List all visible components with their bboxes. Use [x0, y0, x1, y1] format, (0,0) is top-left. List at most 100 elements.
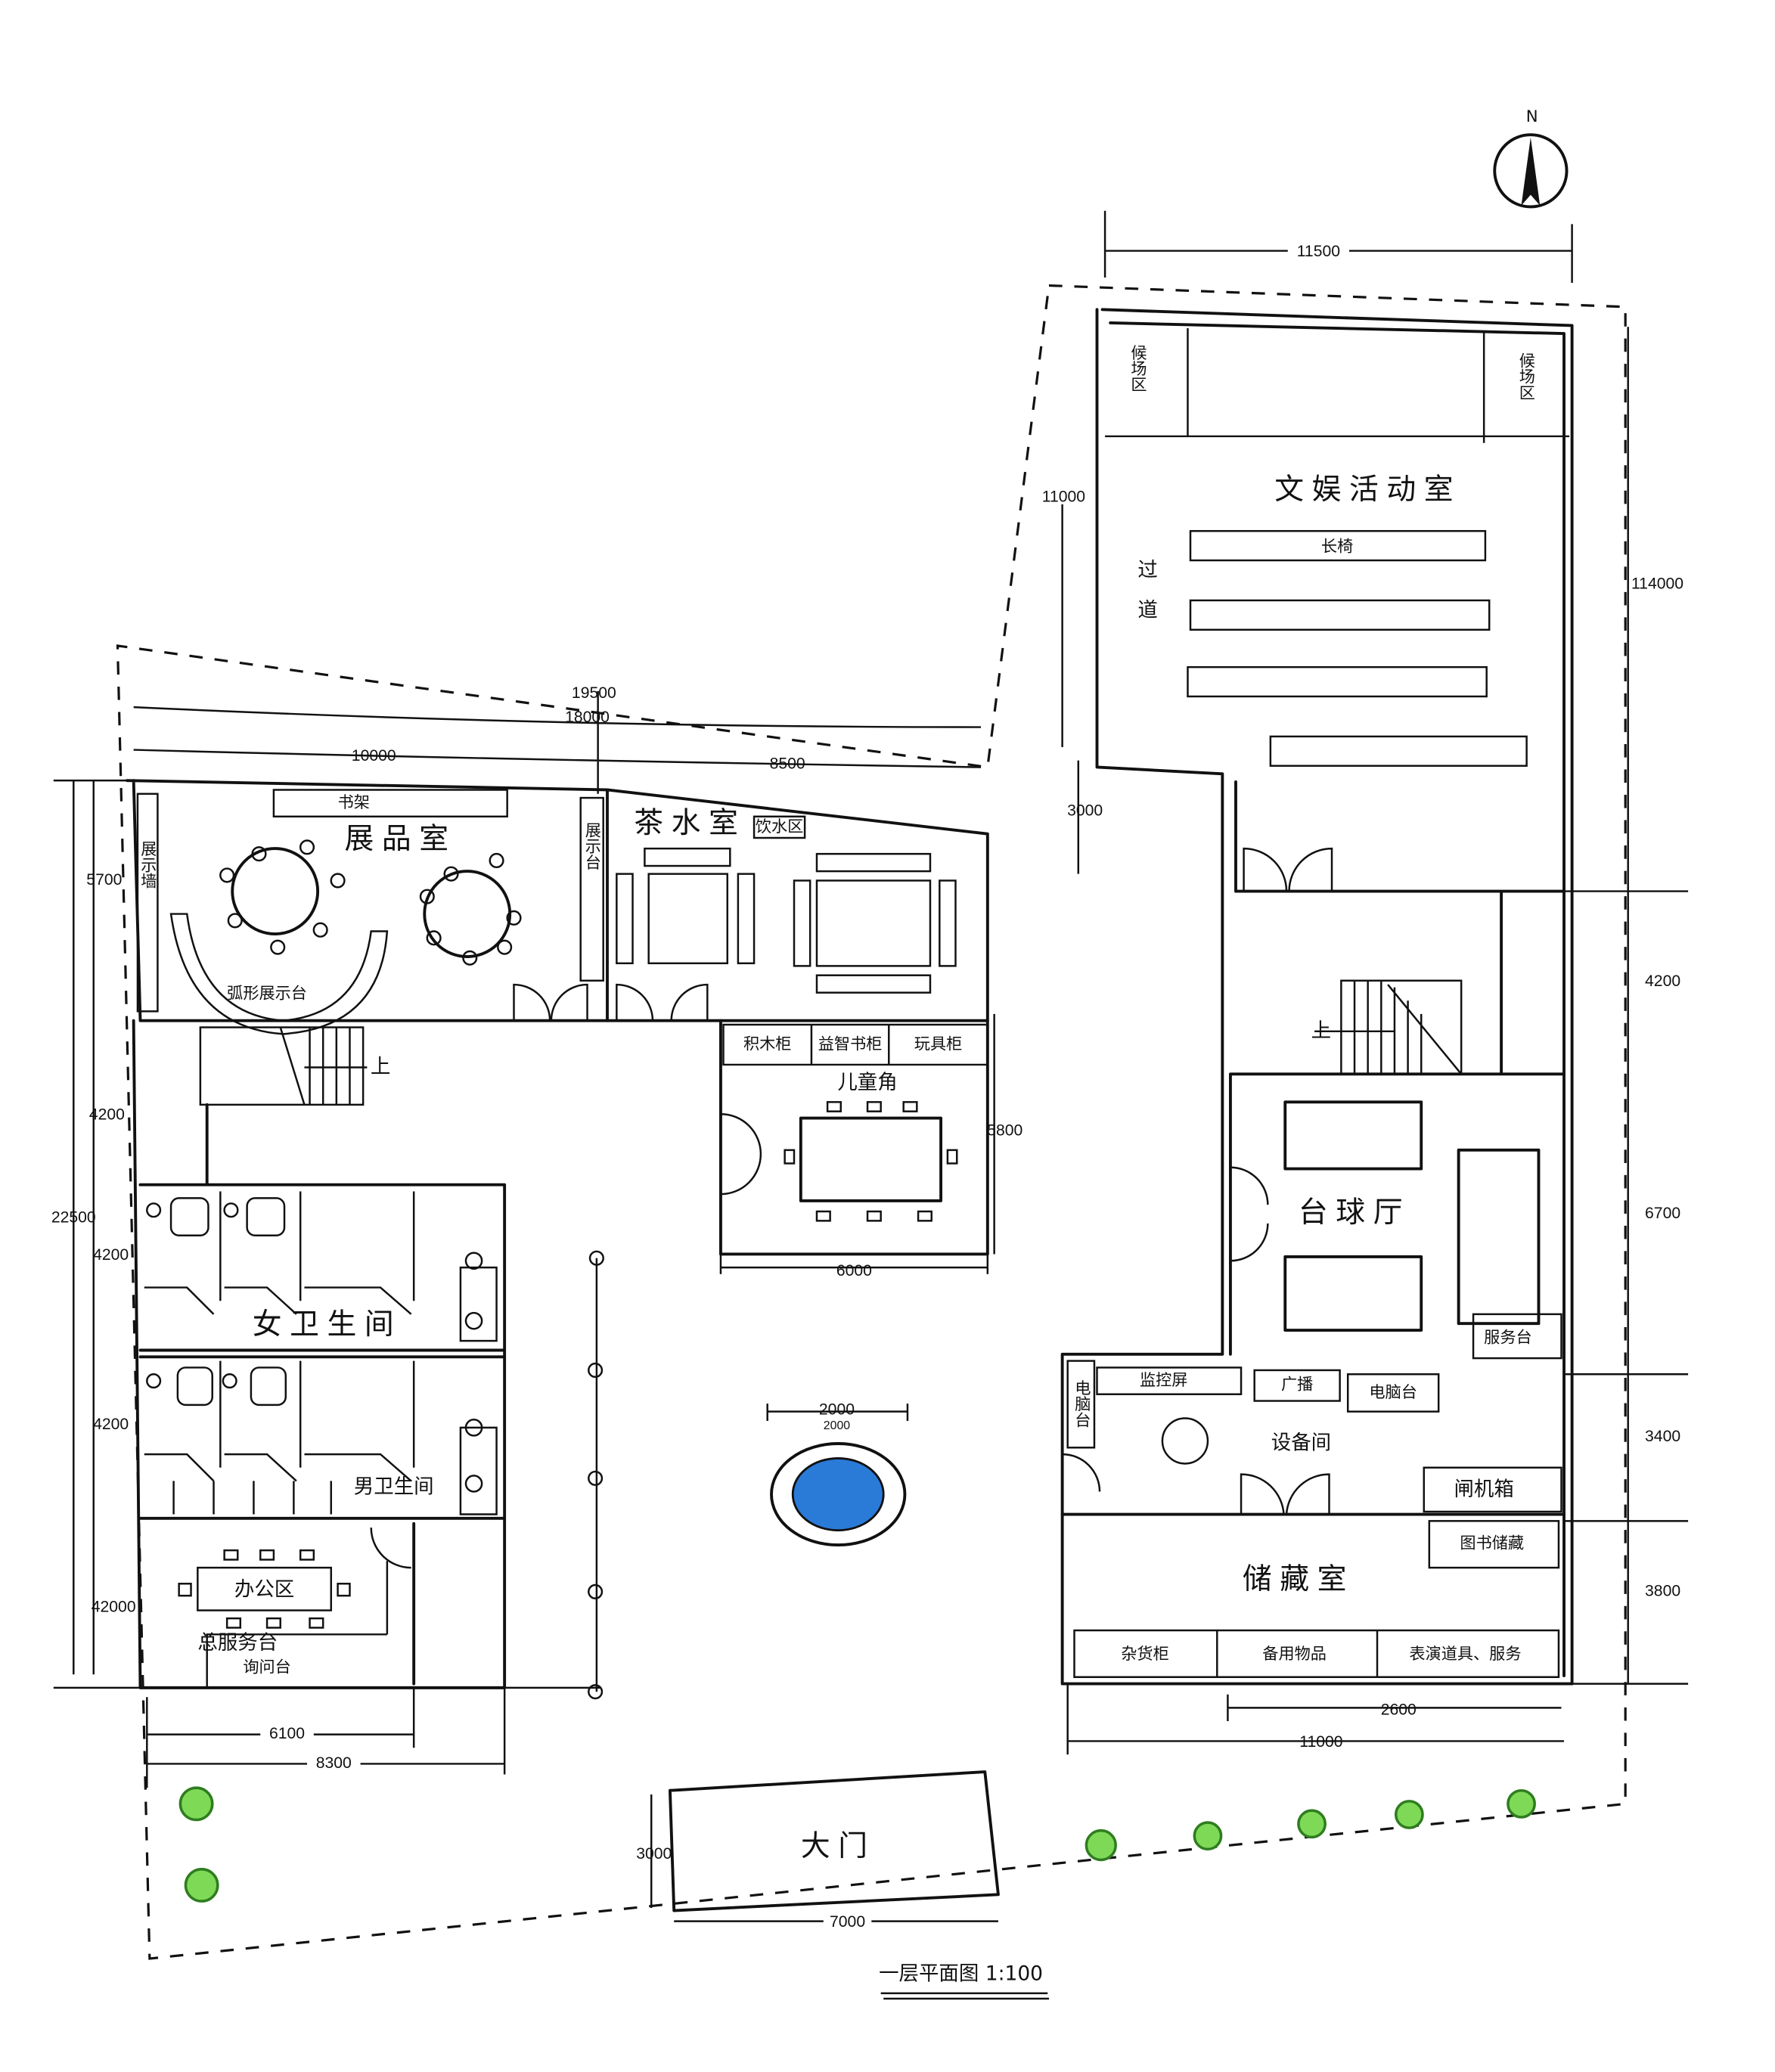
stairs-right: 上 — [1311, 979, 1463, 1075]
plan-line — [146, 1373, 483, 1493]
plan-line — [309, 1617, 324, 1629]
label: 长椅 — [1321, 536, 1353, 555]
plan-line — [1105, 328, 1570, 443]
label: 3800 — [1645, 1582, 1680, 1599]
tree-icon — [1297, 1809, 1327, 1839]
north-label: N — [1526, 107, 1538, 126]
plan-line — [219, 867, 235, 883]
plan-line — [1066, 1683, 1565, 1755]
label: 7000 — [830, 1913, 865, 1931]
label: 监控屏 — [1140, 1370, 1187, 1389]
plan-line — [946, 1149, 958, 1165]
label: 6000 — [836, 1262, 872, 1279]
plan-line — [1428, 1520, 1560, 1569]
main-gate: 大门 3000 7000 — [636, 1770, 1000, 1932]
label: 3400 — [1645, 1428, 1680, 1445]
plan-line — [144, 1360, 498, 1515]
trees — [178, 1786, 1536, 1903]
plan-line — [866, 1210, 882, 1222]
plan-line — [770, 1442, 907, 1547]
men-restroom: 男卫生间 — [144, 1360, 498, 1515]
plan-line — [419, 889, 435, 904]
round-table — [231, 847, 320, 935]
plan-line — [588, 1250, 604, 1266]
recreation-room-label: 文娱活动室 — [1274, 473, 1461, 507]
recreation-room: 候场区 候场区 文娱活动室 长椅 过 道 — [1105, 328, 1570, 892]
label: 3000 — [1067, 802, 1103, 819]
plan-line — [146, 1202, 483, 1330]
plan-line — [272, 789, 508, 818]
door-icon — [1062, 1453, 1101, 1492]
plan-line — [1109, 321, 1566, 1677]
plan-line — [178, 1549, 351, 1629]
plan-line — [265, 1617, 281, 1629]
label: 弧形展示台 — [227, 983, 307, 1002]
plan-line — [199, 1026, 365, 1106]
label: 饮水区 — [756, 817, 803, 836]
top-dimensions-left: 19500 18000 10000 8500 — [133, 684, 982, 794]
dimension-11500: 11500 — [1103, 210, 1573, 284]
plan-line — [1472, 1313, 1562, 1360]
label: 19500 — [572, 684, 616, 702]
label: 表演道具、服务 — [1409, 1644, 1521, 1663]
label: 4200 — [89, 1106, 125, 1124]
tree-icon — [1085, 1829, 1117, 1862]
label: 10000 — [352, 747, 396, 765]
plan-line — [1096, 1366, 1243, 1395]
plan-line — [464, 1419, 483, 1437]
plan-line — [125, 779, 989, 1256]
plan-line — [579, 796, 604, 982]
label: 闸机箱 — [1454, 1478, 1513, 1501]
right-dimensions: 11000 114000 3000 4200 6700 3400 3800 26… — [1042, 327, 1689, 1755]
plan-line — [299, 839, 315, 855]
label: 18000 — [565, 709, 610, 726]
plan-line — [588, 1250, 604, 1700]
info-desk-label: 询问台 — [243, 1657, 290, 1676]
plan-line — [1060, 308, 1574, 1686]
plan-line — [784, 1101, 958, 1222]
billiard-table — [1457, 1148, 1541, 1326]
aisle-label: 过 — [1137, 559, 1157, 582]
kids-table — [799, 1116, 943, 1202]
tree-icon — [184, 1868, 219, 1903]
tree-icon — [178, 1786, 214, 1822]
plan-title: 一层平面图 1:100 — [879, 1962, 1049, 2000]
plan-line — [169, 913, 389, 1035]
bench — [1187, 665, 1488, 698]
label: 广播 — [1281, 1374, 1313, 1393]
double-door-icon — [513, 983, 709, 1021]
label: 4200 — [93, 1416, 129, 1433]
waiting-area-right: 候场区 — [1517, 352, 1536, 400]
label: 电脑台 — [1369, 1382, 1417, 1401]
plan-line — [279, 1027, 368, 1106]
label: 8500 — [770, 755, 805, 773]
plan-line — [312, 922, 328, 938]
plan-line — [1061, 327, 1689, 1685]
plan-line — [1287, 241, 1349, 261]
label: 6700 — [1645, 1205, 1680, 1222]
equipment-room: 电脑台 监控屏 广播 电脑台 设备间 闸机箱 — [1062, 1360, 1562, 1515]
plan-line — [307, 1754, 361, 1773]
plan-line — [722, 1023, 989, 1066]
round-table — [423, 870, 512, 958]
plan-line — [223, 1202, 239, 1218]
plan-line — [270, 939, 286, 955]
plan-line — [462, 950, 478, 966]
label: 114000 — [1631, 575, 1683, 592]
plan-line — [1253, 1369, 1341, 1402]
toilet-icon — [250, 1366, 287, 1407]
label: 5800 — [987, 1122, 1022, 1140]
door-icon — [370, 1528, 411, 1569]
bench — [1269, 735, 1528, 767]
plan-line — [784, 1149, 796, 1165]
label: 益智书柜 — [818, 1034, 883, 1053]
label: 电脑台 — [1072, 1379, 1091, 1428]
plan-line — [902, 1101, 918, 1112]
right-building-walls — [1060, 308, 1574, 1686]
label: 6100 — [269, 1725, 305, 1742]
plan-line — [588, 1583, 604, 1599]
plan-line — [132, 788, 989, 1689]
plan-line — [146, 1373, 162, 1389]
plan-line — [1340, 979, 1463, 1075]
